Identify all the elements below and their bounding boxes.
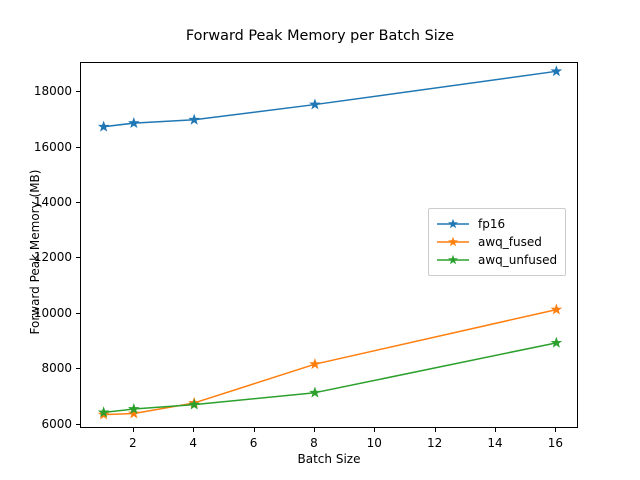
series-awq_unfused <box>97 336 563 418</box>
legend-item-awq_fused[interactable]: awq_fused <box>436 233 557 251</box>
x-tick-label: 2 <box>128 436 137 450</box>
x-tick-mark <box>374 428 376 432</box>
plot-series-svg <box>97 65 563 420</box>
y-tick-mark <box>76 423 80 425</box>
y-axis-ticks: 18000 16000 14000 12000 10000 8000 6000 <box>8 62 80 431</box>
data-point-marker <box>128 407 140 419</box>
legend-line-swatch <box>436 251 470 269</box>
series-fp16 <box>97 65 563 132</box>
x-tick-mark <box>132 428 134 432</box>
x-axis-label: Batch Size <box>297 452 361 466</box>
legend-line-swatch <box>436 233 470 251</box>
data-point-marker <box>550 303 563 315</box>
x-tick-mark <box>434 428 436 432</box>
x-tick-label: 8 <box>310 436 318 450</box>
y-tick-label: 6000 <box>41 416 72 431</box>
y-tick-label: 16000 <box>33 139 72 154</box>
data-point-marker <box>309 358 321 370</box>
data-point-marker <box>309 386 321 398</box>
data-point-marker <box>97 406 110 418</box>
y-tick-label: 18000 <box>33 84 72 99</box>
x-tick-label: 10 <box>366 436 382 450</box>
data-point-marker <box>97 120 110 132</box>
x-tick-mark <box>555 428 557 432</box>
series-line <box>102 342 558 414</box>
legend-label: awq_fused <box>478 235 542 249</box>
data-point-marker <box>128 402 140 414</box>
x-tick-label: 12 <box>426 436 443 450</box>
y-tick-mark <box>76 91 80 93</box>
y-tick-label: 8000 <box>41 361 72 376</box>
x-tick-label: 14 <box>487 436 503 450</box>
series-line <box>102 308 558 416</box>
data-point-marker <box>309 98 321 110</box>
x-axis-ticks: 2 4 6 8 10 12 14 16 <box>80 428 578 468</box>
series-awq_fused <box>97 303 563 420</box>
x-tick-mark <box>495 428 497 432</box>
x-tick-label: 6 <box>249 436 258 450</box>
y-tick-mark <box>76 201 80 203</box>
legend-item-awq_unfused[interactable]: awq_unfused <box>436 251 557 269</box>
series-line <box>102 70 558 128</box>
chart-title: Forward Peak Memory per Batch Size <box>185 28 455 44</box>
x-tick-label: 4 <box>189 436 197 450</box>
y-tick-mark <box>76 146 80 148</box>
y-tick-label: 12000 <box>33 250 72 265</box>
data-point-marker <box>550 65 563 77</box>
x-tick-label: 16 <box>547 436 563 450</box>
x-tick-mark <box>313 428 315 432</box>
x-tick-mark <box>193 428 195 432</box>
legend-line-swatch <box>436 215 470 233</box>
data-point-marker <box>128 117 140 129</box>
y-tick-mark <box>76 368 80 370</box>
legend-item-fp16[interactable]: fp16 <box>436 215 557 233</box>
legend-label: fp16 <box>478 217 506 231</box>
data-point-marker <box>550 336 563 348</box>
y-tick-mark <box>76 257 80 259</box>
x-tick-mark <box>253 428 255 432</box>
legend[interactable]: fp16 awq_fused awq_unfused <box>428 208 567 276</box>
y-tick-label: 14000 <box>33 194 72 209</box>
y-tick-mark <box>76 312 80 314</box>
data-point-marker <box>188 398 200 410</box>
legend-label: awq_unfused <box>478 253 558 267</box>
data-point-marker <box>188 113 200 125</box>
y-tick-label: 10000 <box>33 305 72 320</box>
